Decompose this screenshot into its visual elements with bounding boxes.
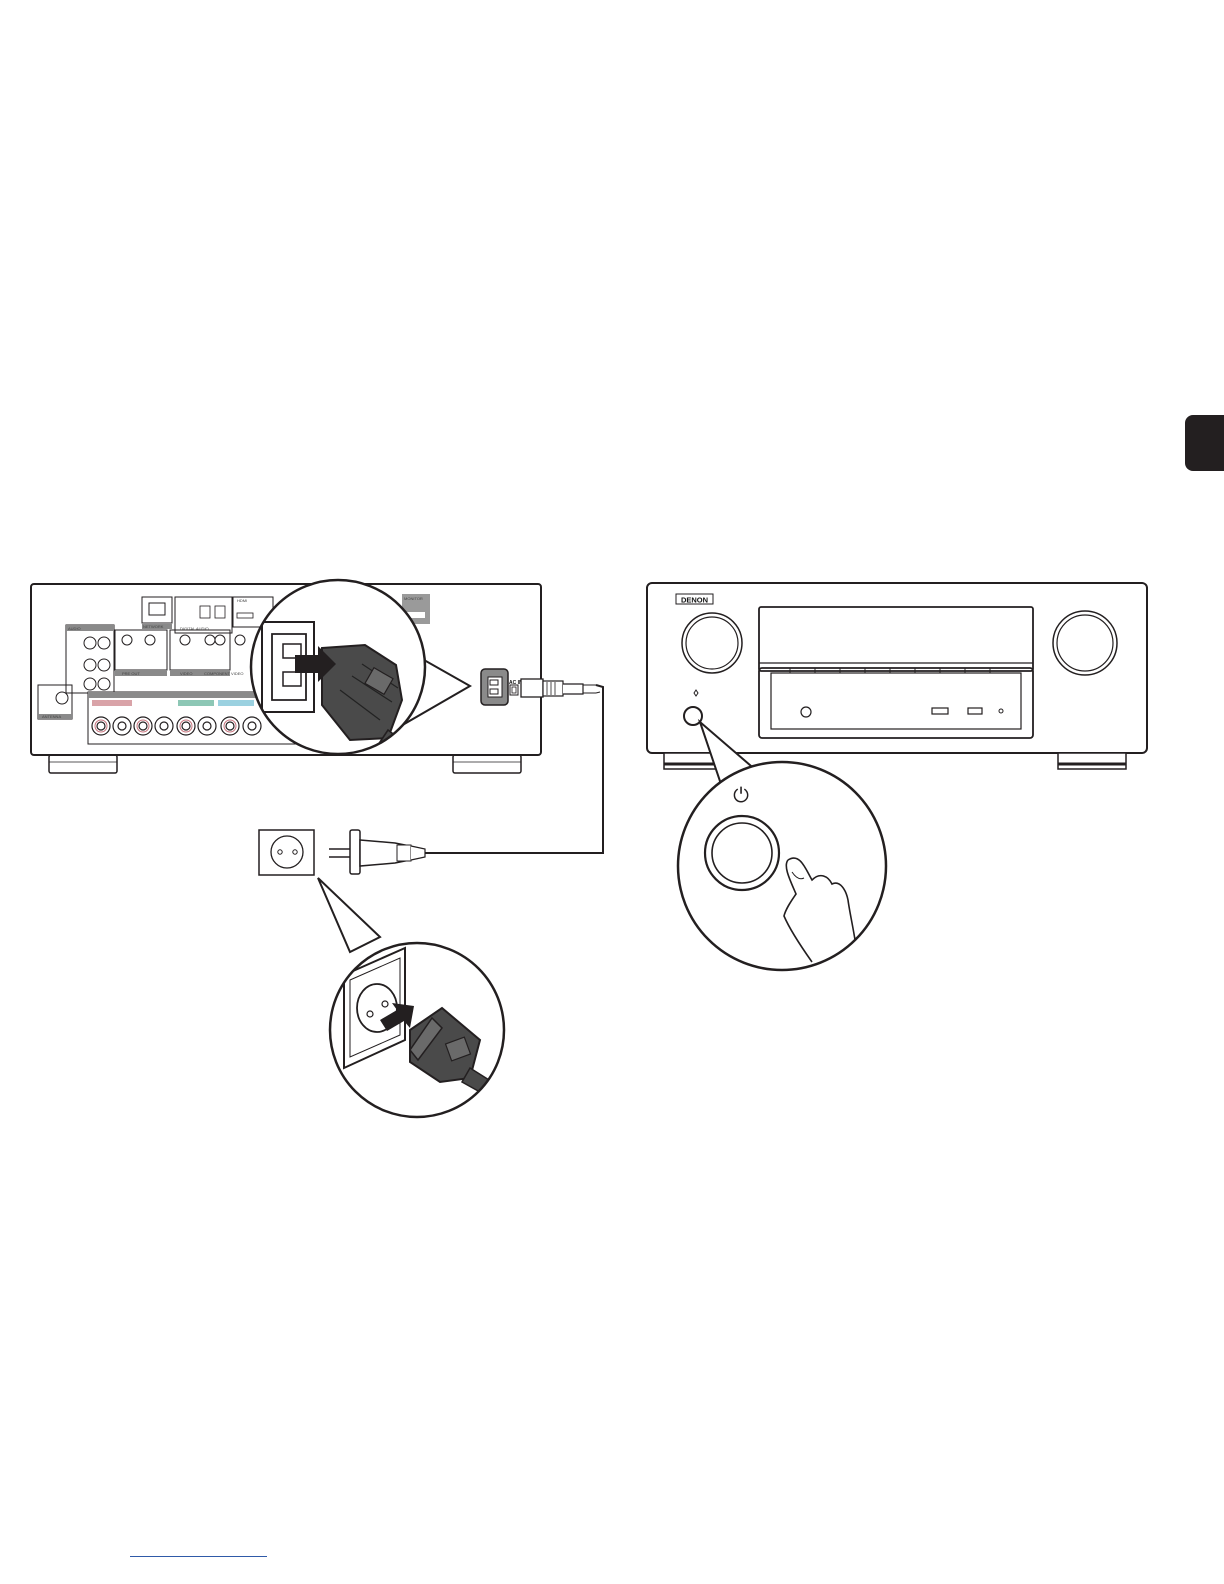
svg-text:VIDEO: VIDEO <box>180 671 192 676</box>
svg-text:AUDIO: AUDIO <box>68 626 81 631</box>
svg-text:DIGITAL AUDIO: DIGITAL AUDIO <box>180 626 209 631</box>
svg-text:NETWORK: NETWORK <box>143 624 164 629</box>
euro-plug <box>329 830 425 874</box>
svg-text:HDMI: HDMI <box>237 598 247 603</box>
wall-socket-callout <box>318 878 505 1117</box>
svg-text:MONITOR: MONITOR <box>404 596 423 601</box>
wall-socket <box>259 830 314 875</box>
power-icon: ⏻ <box>733 783 749 807</box>
svg-text:ANTENNA: ANTENNA <box>42 714 61 719</box>
footer-link-underline[interactable] <box>130 1556 267 1557</box>
svg-text:COMPONENT VIDEO: COMPONENT VIDEO <box>204 671 244 676</box>
brand-logo: DENON <box>681 596 708 605</box>
svg-text:PRE OUT: PRE OUT <box>122 671 140 676</box>
